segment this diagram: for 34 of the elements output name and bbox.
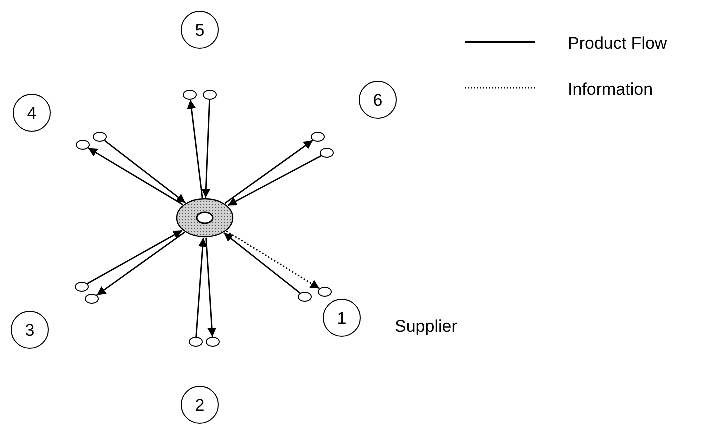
node-number: 6	[373, 92, 383, 108]
terminal-node	[203, 90, 217, 100]
arrow	[187, 100, 204, 198]
arrow	[96, 232, 186, 296]
hub-node	[176, 198, 234, 238]
legend-text: Information	[568, 79, 654, 101]
arrow	[206, 238, 217, 338]
arrow	[224, 140, 314, 204]
terminal-node	[189, 337, 203, 347]
terminal-node	[93, 132, 107, 142]
arrow	[224, 232, 301, 294]
terminal-node	[311, 132, 325, 142]
arrow	[104, 140, 186, 204]
terminal-node	[76, 140, 90, 150]
terminal-node	[298, 292, 312, 302]
node-number: 2	[195, 396, 205, 414]
arrow	[228, 155, 322, 206]
terminal-node	[75, 282, 89, 292]
node-number: 1	[337, 310, 347, 326]
terminal-node	[85, 294, 99, 304]
arrow	[87, 230, 183, 285]
node-number: 4	[27, 104, 37, 122]
terminal-node	[318, 287, 332, 297]
node-number: 3	[25, 322, 35, 338]
terminal-node	[183, 90, 197, 100]
terminal-node	[206, 337, 220, 347]
legend-text: Product Flow	[568, 33, 668, 55]
arrow	[202, 100, 211, 198]
terminal-node	[320, 148, 334, 158]
arrow	[88, 148, 184, 206]
arrow	[226, 230, 320, 290]
node-number: 5	[195, 22, 205, 38]
arrow	[196, 238, 208, 338]
node-caption: Supplier	[395, 316, 458, 338]
